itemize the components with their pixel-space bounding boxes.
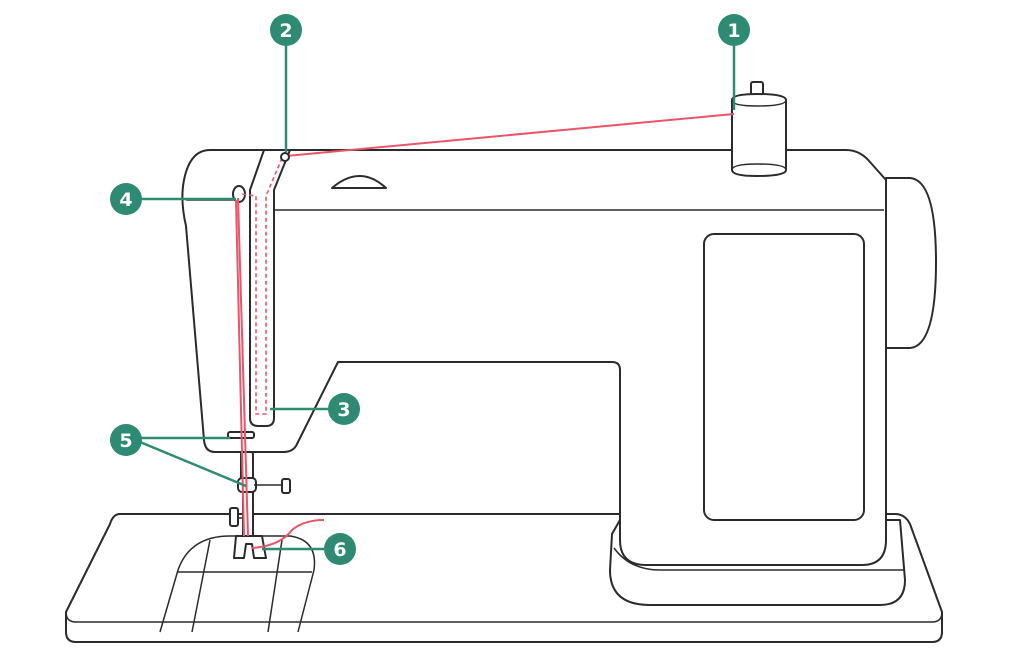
callout-4-number: 4 bbox=[119, 189, 132, 211]
handwheel bbox=[885, 177, 937, 349]
spool bbox=[731, 81, 787, 177]
callout-leaders bbox=[139, 44, 736, 551]
callout-5: 5 bbox=[110, 424, 142, 456]
front-panel bbox=[703, 233, 865, 521]
callout-1-number: 1 bbox=[727, 20, 740, 42]
callout-2: 2 bbox=[270, 14, 302, 46]
callout-3: 3 bbox=[328, 393, 360, 425]
thread-path bbox=[235, 113, 735, 549]
callout-3-number: 3 bbox=[337, 399, 350, 421]
callout-6: 6 bbox=[324, 533, 356, 565]
take-up-channel bbox=[249, 149, 291, 427]
callout-6-number: 6 bbox=[333, 539, 346, 561]
bobbin-winder-cover bbox=[331, 175, 387, 189]
top-thread-guide bbox=[280, 152, 290, 162]
callout-2-number: 2 bbox=[279, 20, 292, 42]
needle-plate-area bbox=[159, 535, 316, 633]
callout-1: 1 bbox=[718, 14, 750, 46]
callout-5-number: 5 bbox=[119, 430, 132, 452]
callout-4: 4 bbox=[110, 183, 142, 215]
